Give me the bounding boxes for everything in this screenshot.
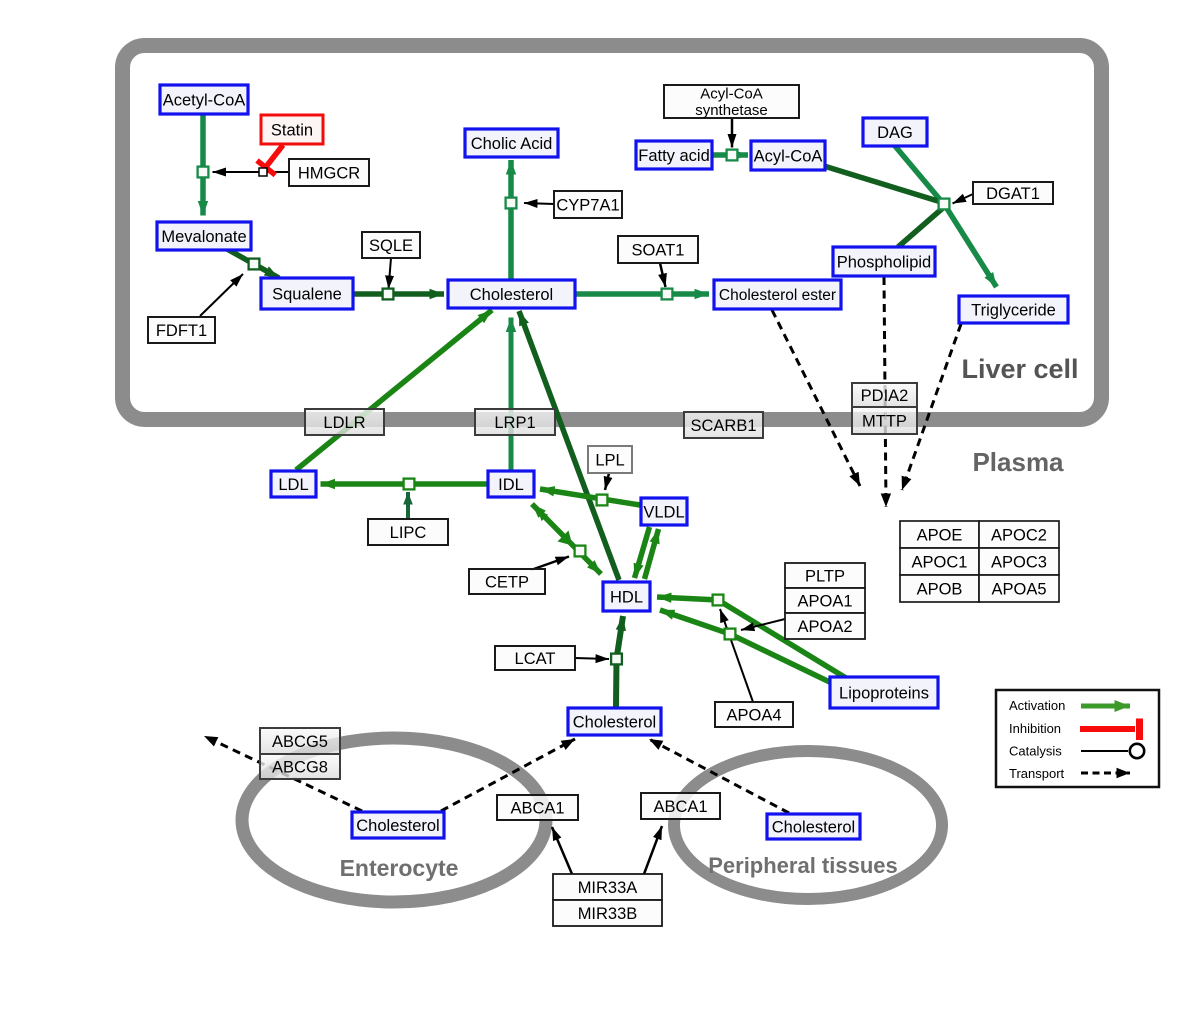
svg-text:Fatty acid: Fatty acid [638,147,710,165]
svg-text:APOA5: APOA5 [991,580,1046,598]
svg-text:VLDL: VLDL [643,503,684,521]
svg-text:Mevalonate: Mevalonate [161,228,246,246]
svg-text:SCARB1: SCARB1 [690,417,756,435]
svg-text:Statin: Statin [271,121,313,139]
svg-text:HDL: HDL [610,588,643,606]
svg-text:APOC1: APOC1 [912,553,968,571]
svg-text:PLTP: PLTP [805,567,845,585]
svg-text:Cholic Acid: Cholic Acid [471,135,553,153]
svg-text:LDLR: LDLR [323,414,365,432]
svg-text:LDL: LDL [278,476,308,494]
svg-text:Triglyceride: Triglyceride [971,301,1056,319]
svg-text:SQLE: SQLE [369,237,413,255]
svg-text:Cholesterol: Cholesterol [573,713,656,731]
svg-text:APOA1: APOA1 [797,592,852,610]
svg-text:DAG: DAG [877,124,913,142]
svg-text:synthetase: synthetase [695,102,768,119]
svg-text:Cholesterol ester: Cholesterol ester [719,287,836,304]
svg-text:DGAT1: DGAT1 [986,185,1040,203]
svg-text:MIR33B: MIR33B [578,905,638,923]
svg-text:APOB: APOB [917,580,963,598]
svg-text:Enterocyte: Enterocyte [340,855,459,881]
svg-text:LIPC: LIPC [390,524,427,542]
svg-text:Acetyl-CoA: Acetyl-CoA [163,91,246,109]
svg-text:PDIA2: PDIA2 [861,387,909,405]
svg-text:Plasma: Plasma [972,447,1064,477]
svg-text:ABCA1: ABCA1 [510,799,564,817]
svg-text:Acyl-CoA: Acyl-CoA [754,147,823,165]
svg-text:SOAT1: SOAT1 [632,241,685,259]
svg-text:APOE: APOE [917,526,963,544]
svg-text:CYP7A1: CYP7A1 [556,196,619,214]
svg-text:Inhibition: Inhibition [1009,721,1061,736]
svg-text:HMGCR: HMGCR [298,164,360,182]
svg-text:APOC2: APOC2 [991,526,1047,544]
svg-text:LCAT: LCAT [515,650,556,668]
svg-text:Phospholipid: Phospholipid [837,253,932,271]
svg-text:FDFT1: FDFT1 [156,322,207,340]
svg-text:APOC3: APOC3 [991,553,1047,571]
svg-text:Cholesterol: Cholesterol [470,286,553,304]
svg-text:ABCG8: ABCG8 [272,758,328,776]
svg-text:LPL: LPL [595,451,624,469]
svg-text:Transport: Transport [1009,766,1065,781]
svg-text:Cholesterol: Cholesterol [356,817,439,835]
svg-text:Peripheral tissues: Peripheral tissues [708,853,898,878]
svg-text:Squalene: Squalene [272,285,342,303]
svg-text:Catalysis: Catalysis [1009,744,1062,759]
svg-text:IDL: IDL [498,476,524,494]
svg-text:Liver cell: Liver cell [961,354,1078,384]
svg-text:ABCA1: ABCA1 [653,798,707,816]
svg-text:ABCG5: ABCG5 [272,733,328,751]
svg-text:APOA2: APOA2 [797,618,852,636]
svg-text:Cholesterol: Cholesterol [772,818,855,836]
svg-text:Activation: Activation [1009,698,1065,713]
svg-text:LRP1: LRP1 [494,414,535,432]
svg-text:APOA4: APOA4 [726,706,781,724]
svg-text:Lipoproteins: Lipoproteins [839,684,929,702]
svg-text:CETP: CETP [485,573,529,591]
svg-text:MIR33A: MIR33A [578,879,638,897]
svg-text:MTTP: MTTP [862,412,907,430]
svg-text:Acyl-CoA: Acyl-CoA [700,86,763,103]
